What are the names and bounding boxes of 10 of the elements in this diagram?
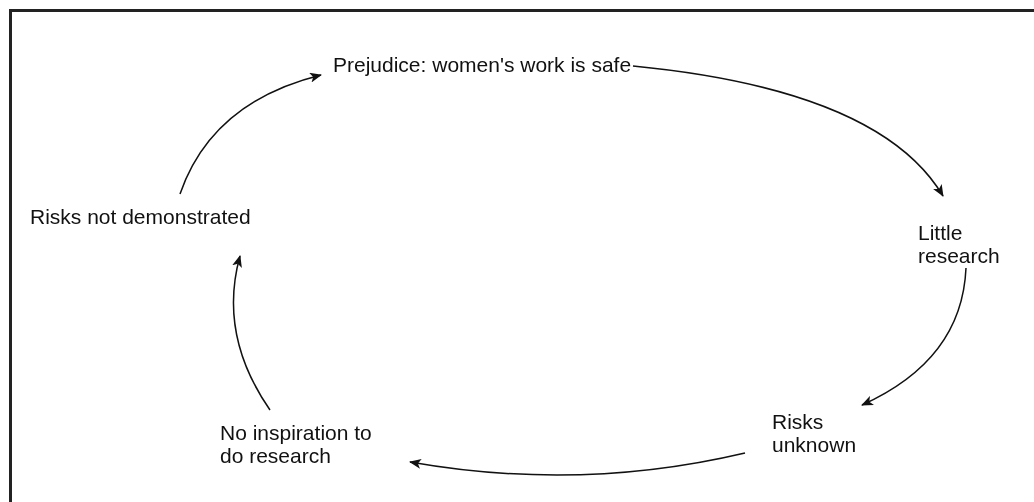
arrow xyxy=(232,255,271,411)
arrow xyxy=(409,452,746,476)
node-label: Little research xyxy=(918,221,1001,267)
node-label: No inspiration to do research xyxy=(220,421,373,467)
node-label: Risks unknown xyxy=(772,410,858,456)
arrow xyxy=(861,267,967,406)
node-label: Prejudice: women's work is safe xyxy=(333,53,633,76)
arrow xyxy=(179,73,322,195)
arrow xyxy=(632,65,944,197)
node-label: Risks not demonstrated xyxy=(30,205,252,228)
